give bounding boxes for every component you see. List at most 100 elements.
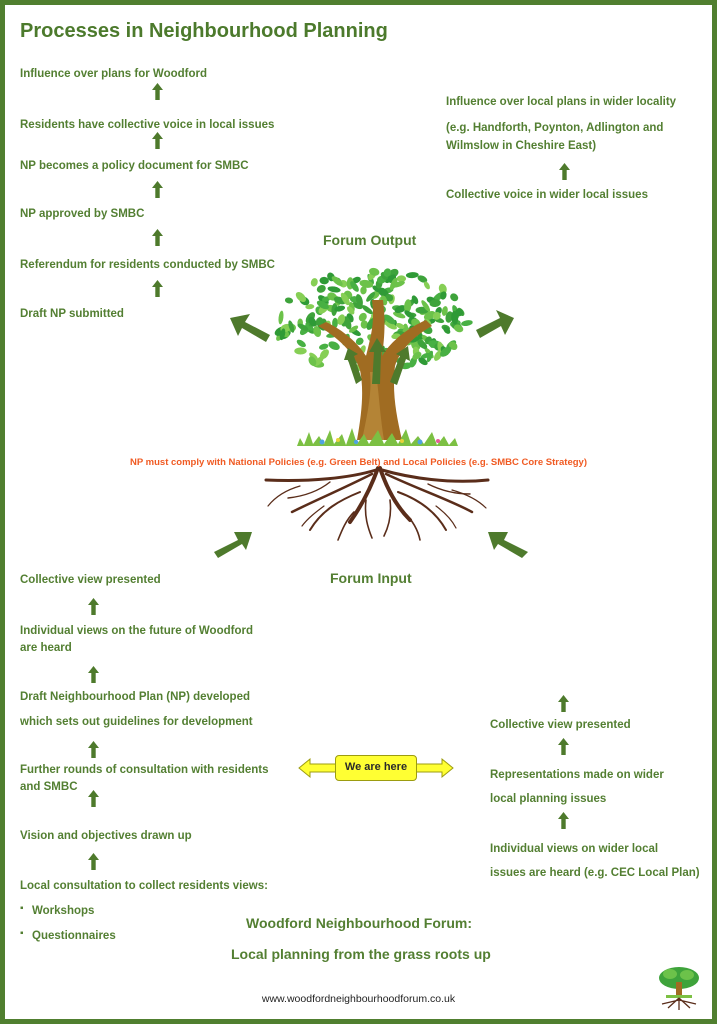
up-arrow-icon — [559, 163, 570, 180]
leaf — [438, 283, 447, 294]
input-step-individual-views-cont: are heard — [20, 642, 72, 654]
leaf — [393, 311, 406, 319]
leaf — [411, 295, 419, 305]
leaf — [337, 314, 346, 325]
output-step-approved: NP approved by SMBC — [20, 208, 145, 220]
website-link[interactable]: www.woodfordneighbourhoodforum.co.uk — [261, 993, 456, 1005]
leaf — [313, 326, 322, 337]
leaf — [349, 325, 359, 333]
footer-forum-name: Woodford Neighbourhood Forum: — [246, 915, 473, 931]
input-step-local-consultation: Local consultation to collect residents … — [20, 880, 268, 892]
bullet-marker: ▪ — [20, 928, 24, 939]
output-step-policy-document: NP becomes a policy document for SMBC — [20, 160, 249, 172]
leaf — [421, 300, 431, 312]
leaf — [328, 341, 340, 351]
leaf — [404, 299, 412, 313]
leaf — [423, 281, 430, 290]
leaf — [361, 305, 373, 315]
leaf — [334, 305, 346, 312]
output-right-collective-voice: Collective voice in wider local issues — [446, 189, 648, 201]
leaf — [305, 304, 315, 310]
leaf — [394, 305, 407, 314]
leaf — [429, 299, 441, 308]
input-step-further-rounds-cont: and SMBC — [20, 781, 78, 793]
up-arrow-icon — [88, 741, 99, 758]
leaf — [389, 277, 398, 291]
input-right-individual-views-cont: issues are heard (e.g. CEC Local Plan) — [490, 867, 700, 879]
forum-logo-icon — [659, 967, 699, 1010]
leaf — [314, 356, 324, 367]
leaf — [350, 281, 359, 292]
leaf — [346, 306, 355, 315]
leaf — [343, 316, 352, 330]
leaf — [284, 297, 294, 304]
leaf — [372, 285, 382, 293]
input-right-arrow — [488, 532, 528, 558]
leaf — [310, 278, 318, 287]
input-right-collective-view: Collective view presented — [490, 719, 631, 731]
tree-roots — [264, 466, 490, 541]
leaf — [355, 294, 363, 307]
we-are-here-marker: We are here — [335, 755, 417, 781]
input-right-representations-cont: local planning issues — [490, 793, 607, 805]
leaf — [420, 352, 430, 359]
leaf — [453, 324, 464, 333]
up-arrow-icon — [558, 738, 569, 755]
input-right-individual-views: Individual views on wider local — [490, 843, 659, 855]
leaf — [319, 276, 329, 285]
up-arrow-icon — [88, 853, 99, 870]
output-step-draft-submitted: Draft NP submitted — [20, 308, 124, 320]
leaf — [316, 300, 329, 310]
leaf — [308, 356, 317, 366]
up-arrow-icon — [558, 812, 569, 829]
input-left-arrow — [214, 532, 252, 558]
up-arrow-icon — [152, 229, 163, 246]
leaf — [445, 311, 453, 323]
leaf — [432, 311, 441, 320]
leaf — [383, 268, 392, 277]
input-step-collective-view: Collective view presented — [20, 574, 161, 586]
leaf — [418, 357, 428, 366]
leaf — [417, 275, 428, 283]
leaf — [440, 346, 452, 357]
leaf — [383, 314, 396, 325]
leaf — [355, 337, 364, 345]
up-arrow-icon — [88, 790, 99, 807]
input-step-draft-plan: Draft Neighbourhood Plan (NP) developed — [20, 691, 251, 703]
bullet-workshops: Workshops — [32, 905, 95, 917]
leaf — [405, 272, 419, 279]
leaf — [385, 321, 397, 330]
up-arrow-icon — [152, 83, 163, 100]
bullet-questionnaires: Questionnaires — [32, 930, 116, 942]
up-arrow-icon — [152, 280, 163, 297]
leaf — [359, 279, 374, 288]
leaf — [327, 286, 341, 293]
input-step-further-rounds: Further rounds of consultation with resi… — [20, 764, 269, 776]
leaf — [309, 352, 319, 361]
leaf — [351, 276, 361, 284]
leaf — [358, 312, 367, 322]
leaf — [409, 336, 421, 343]
input-right-representations: Representations made on wider — [490, 769, 664, 781]
leaf — [443, 326, 451, 334]
leaf — [288, 320, 295, 333]
input-step-vision: Vision and objectives drawn up — [20, 830, 192, 842]
leaf — [368, 267, 380, 276]
leaf — [426, 350, 434, 363]
leaf — [417, 339, 428, 350]
leaf — [423, 310, 436, 321]
leaf — [440, 291, 447, 300]
leaf — [296, 339, 306, 348]
leaf — [305, 322, 314, 331]
leaf — [404, 310, 415, 319]
output-left-arrow — [230, 314, 270, 342]
compliance-note: NP must comply with National Policies (e… — [130, 457, 587, 468]
output-right-arrow — [476, 310, 514, 338]
up-arrow-icon — [88, 598, 99, 615]
leaf — [396, 275, 407, 282]
leaf — [316, 285, 326, 293]
forum-output-heading: Forum Output — [323, 232, 417, 248]
up-arrow-icon — [88, 666, 99, 683]
